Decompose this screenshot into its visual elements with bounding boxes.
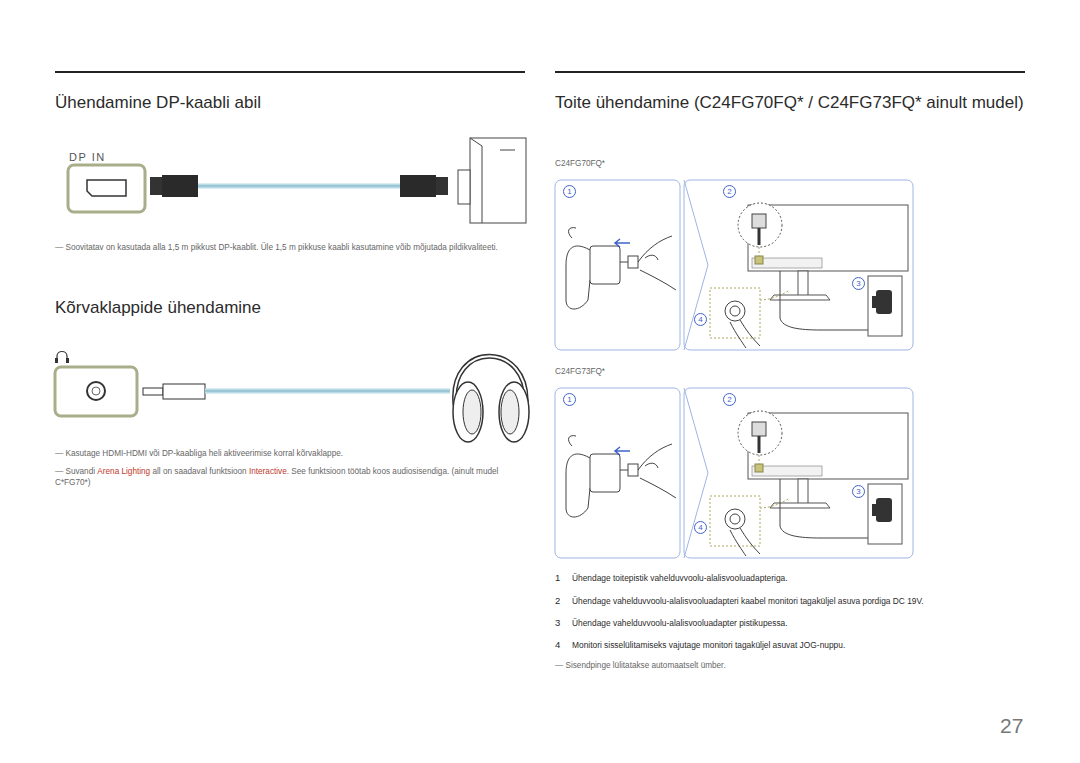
text-block: ― Kasutage HDMI-HDMI või DP-kaabliga hel… bbox=[55, 448, 520, 459]
text-block: Ühendage toitepistik vahelduvvoolu-alali… bbox=[572, 573, 1027, 584]
model-name: C24FG70FQ* bbox=[555, 159, 605, 168]
section-heading: Kõrvaklappide ühendamine bbox=[55, 298, 261, 317]
section-rule bbox=[555, 71, 1025, 73]
callout-number: 1 bbox=[563, 393, 576, 406]
text-block: Ühendamine DP-kaabli abil bbox=[55, 92, 525, 115]
callout: 1 bbox=[563, 185, 577, 198]
step-number: 2 bbox=[555, 595, 560, 606]
headphone-figure bbox=[55, 352, 529, 443]
text-block: Monitori sisselülitamiseks vajutage moni… bbox=[572, 640, 1027, 651]
callout-number: 4 bbox=[694, 521, 707, 534]
callout: 2 bbox=[723, 185, 737, 198]
step-text: Monitori sisselülitamiseks vajutage moni… bbox=[572, 640, 845, 650]
note: ― Kasutage HDMI-HDMI või DP-kaabliga hel… bbox=[55, 449, 343, 458]
note: Interactive bbox=[249, 467, 287, 476]
callout: 3 bbox=[852, 485, 866, 498]
text-block: ― SuvandiArena Lightingall on saadaval f… bbox=[55, 466, 520, 488]
note: ― Soovitatav on kasutada alla 1,5 m pikk… bbox=[55, 243, 498, 252]
step-number: 4 bbox=[555, 639, 560, 650]
note: all on saadaval funktsioon bbox=[152, 467, 246, 476]
text-block: 1 bbox=[555, 572, 569, 585]
callout-number: 3 bbox=[852, 485, 865, 498]
callout: 4 bbox=[694, 521, 708, 534]
text-block: ― Soovitatav on kasutada alla 1,5 m pikk… bbox=[55, 242, 520, 253]
note: ― Suvandi bbox=[55, 467, 95, 476]
callout: 2 bbox=[723, 393, 737, 406]
step-number: 1 bbox=[555, 572, 560, 583]
callout-number: 2 bbox=[723, 185, 736, 198]
callout-number: 3 bbox=[852, 277, 865, 290]
text-block: Kõrvaklappide ühendamine bbox=[55, 297, 525, 320]
step-text: Ühendage toitepistik vahelduvvoolu-alali… bbox=[572, 573, 788, 583]
text-block: C24FG70FQ* bbox=[555, 158, 655, 169]
step-text: Ühendage vahelduvvoolu-alalisvooluadapte… bbox=[572, 596, 924, 606]
section-heading: Toite ühendamine (C24FG70FQ* / C24FG73FQ… bbox=[555, 93, 1024, 112]
text-block: 27 bbox=[1000, 712, 1060, 740]
text-block: DP IN bbox=[69, 150, 149, 165]
callout: 3 bbox=[852, 277, 866, 290]
page-number: 27 bbox=[1000, 714, 1023, 737]
section-rule bbox=[55, 71, 525, 73]
callout-number: 4 bbox=[694, 313, 707, 326]
callout: 4 bbox=[694, 313, 708, 326]
text-block: 3 bbox=[555, 617, 569, 630]
text-block: C24FG73FQ* bbox=[555, 366, 655, 377]
text-block: ― Sisendpinge lülitatakse automaatselt ü… bbox=[555, 660, 1010, 671]
text-block: Ühendage vahelduvvoolu-alalisvooluadapte… bbox=[572, 596, 1032, 607]
text-block: 2 bbox=[555, 595, 569, 608]
callout-number: 2 bbox=[723, 393, 736, 406]
port-name: DP IN bbox=[69, 151, 106, 163]
step-text: Ühendage vahelduvvoolu-alalisvooluadapte… bbox=[572, 618, 788, 628]
note: Arena Lighting bbox=[97, 467, 150, 476]
model-name: C24FG73FQ* bbox=[555, 367, 605, 376]
section-heading: Ühendamine DP-kaabli abil bbox=[55, 93, 261, 112]
text-block: 4 bbox=[555, 639, 569, 652]
callout-number: 1 bbox=[563, 185, 576, 198]
note: ― Sisendpinge lülitatakse automaatselt ü… bbox=[555, 661, 726, 670]
text-block: Toite ühendamine (C24FG70FQ* / C24FG73FQ… bbox=[555, 92, 1025, 115]
text-block: Ühendage vahelduvvoolu-alalisvooluadapte… bbox=[572, 618, 1027, 629]
step-number: 3 bbox=[555, 617, 560, 628]
callout: 1 bbox=[563, 393, 577, 406]
dp-cable-figure bbox=[68, 138, 526, 223]
